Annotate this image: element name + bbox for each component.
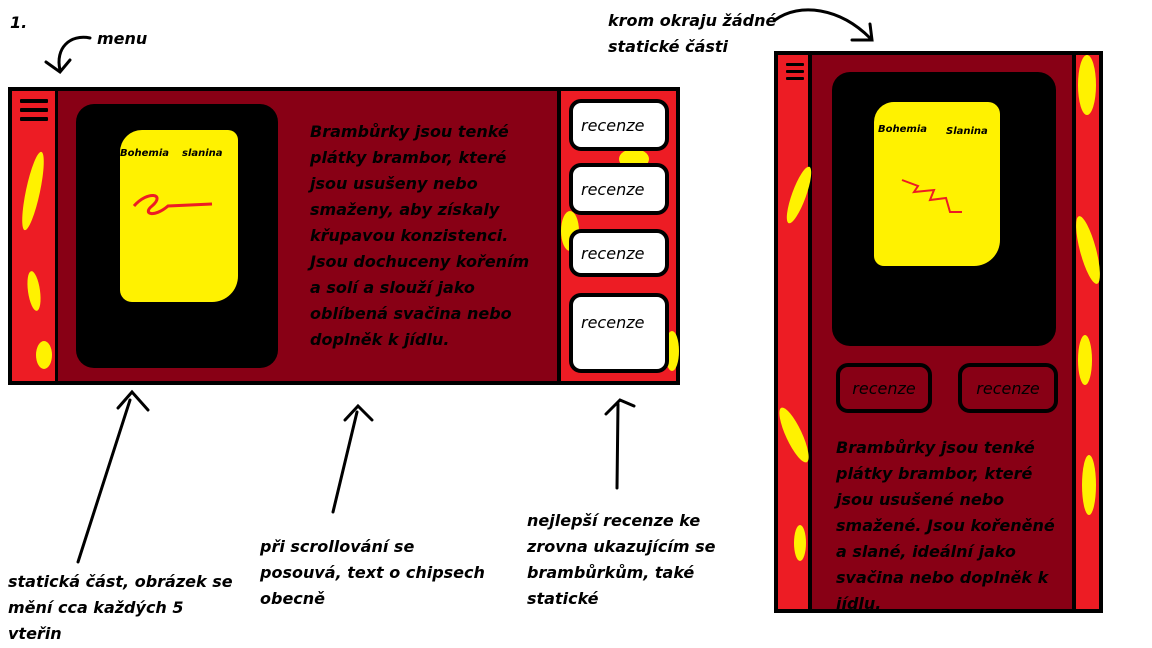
annotation-line: krom okraju žádné [608, 11, 777, 30]
menu-annotation: menu [97, 29, 148, 48]
annotation-line: statická část, obrázek se [8, 572, 233, 591]
yellow-spot [782, 164, 816, 226]
scroll-arrow [331, 403, 374, 514]
annotation-line: zrovna ukazujícím se [527, 537, 716, 556]
review-button[interactable]: recenze [569, 163, 669, 215]
chips-bag [874, 102, 1000, 266]
text-line: jídlu. [836, 594, 882, 613]
yellow-spot [1071, 214, 1105, 286]
menu-icon[interactable] [20, 99, 48, 126]
text-line: jsou usušeny nebo [310, 174, 478, 193]
description-text: Brambůrky jsou tenké plátky brambor, kte… [310, 119, 529, 353]
static-image-annotation: statická část, obrázek se mění cca každý… [8, 569, 233, 647]
yellow-spot [1082, 455, 1096, 515]
description-text: Brambůrky jsou tenké plátky brambor, kte… [836, 435, 1055, 617]
text-line: svačina nebo doplněk k [836, 568, 1049, 587]
chips-image: Bohemia Slanina [832, 72, 1056, 346]
annotation-line: brambůrkům, také [527, 563, 695, 582]
review-button[interactable]: recenze [569, 229, 669, 277]
number-label: 1. [10, 13, 28, 32]
review-button[interactable]: recenze [836, 363, 932, 413]
left-strip [774, 55, 816, 609]
text-line: Jsou dochuceny kořením [310, 252, 530, 271]
annotation-line: statické [527, 589, 599, 608]
review-panel: recenze recenze recenze recenze [557, 91, 679, 381]
mobile-mockup: Bohemia Slanina recenze recenze Brambůrk… [774, 51, 1105, 613]
text-line: jsou usušené nebo [836, 490, 1005, 509]
text-line: doplněk k jídlu. [310, 330, 450, 349]
yellow-spot [1078, 335, 1092, 385]
annotation-line: mění cca každých 5 [8, 598, 184, 617]
chips-image: Bohemia slanina [76, 104, 278, 368]
chips-bag [120, 130, 238, 302]
yellow-spot [36, 341, 52, 369]
scroll-text-annotation: při scrollování se posouvá, text o chips… [260, 534, 485, 612]
text-line: a solí a slouží jako [310, 278, 475, 297]
annotation-line: při scrollování se [260, 537, 415, 556]
text-line: Brambůrky jsou tenké [836, 438, 1035, 457]
menu-icon[interactable] [786, 63, 804, 84]
image-arrow [76, 389, 150, 564]
desktop-mockup: Bohemia slanina Brambůrky jsou tenké plá… [8, 87, 680, 385]
text-line: oblíbená svačina nebo [310, 304, 512, 323]
left-strip [12, 91, 58, 381]
yellow-spot [794, 525, 806, 561]
yellow-spot [25, 270, 43, 312]
right-strip [1071, 55, 1105, 609]
chip-label: Slanina [946, 126, 988, 137]
yellow-spot [1078, 55, 1096, 115]
text-line: křupavou konzistenci. [310, 226, 509, 245]
annotation-line: obecně [260, 589, 326, 608]
text-line: smažené. Jsou kořeněné [836, 516, 1055, 535]
review-button[interactable]: recenze [569, 99, 669, 151]
chip-scribble [901, 179, 962, 213]
review-button[interactable]: recenze [958, 363, 1058, 413]
annotation-line: nejlepší recenze ke [527, 511, 701, 530]
yellow-spot [17, 150, 49, 232]
annotation-line: vteřin [8, 624, 62, 643]
chip-label: Bohemia [120, 148, 169, 159]
annotation-line: posouvá, text o chipsech [260, 563, 485, 582]
chip-label: slanina [182, 148, 223, 159]
chip-label: Bohemia [878, 124, 927, 135]
text-line: a slané, ideální jako [836, 542, 1016, 561]
text-line: plátky brambor, které [310, 148, 507, 167]
chip-scribble [132, 194, 213, 215]
menu-arrow [44, 35, 92, 75]
yellow-spot [774, 404, 814, 466]
annotation-line: statické části [608, 37, 729, 56]
no-static-annotation: krom okraju žádné statické části [608, 8, 776, 60]
review-button[interactable]: recenze [569, 293, 669, 373]
text-line: smaženy, aby získaly [310, 200, 500, 219]
best-reviews-annotation: nejlepší recenze ke zrovna ukazujícím se… [527, 508, 715, 612]
top-arrow [773, 8, 874, 42]
review-arrow [604, 398, 636, 490]
text-line: Brambůrky jsou tenké [310, 122, 509, 141]
text-line: plátky brambor, které [836, 464, 1033, 483]
